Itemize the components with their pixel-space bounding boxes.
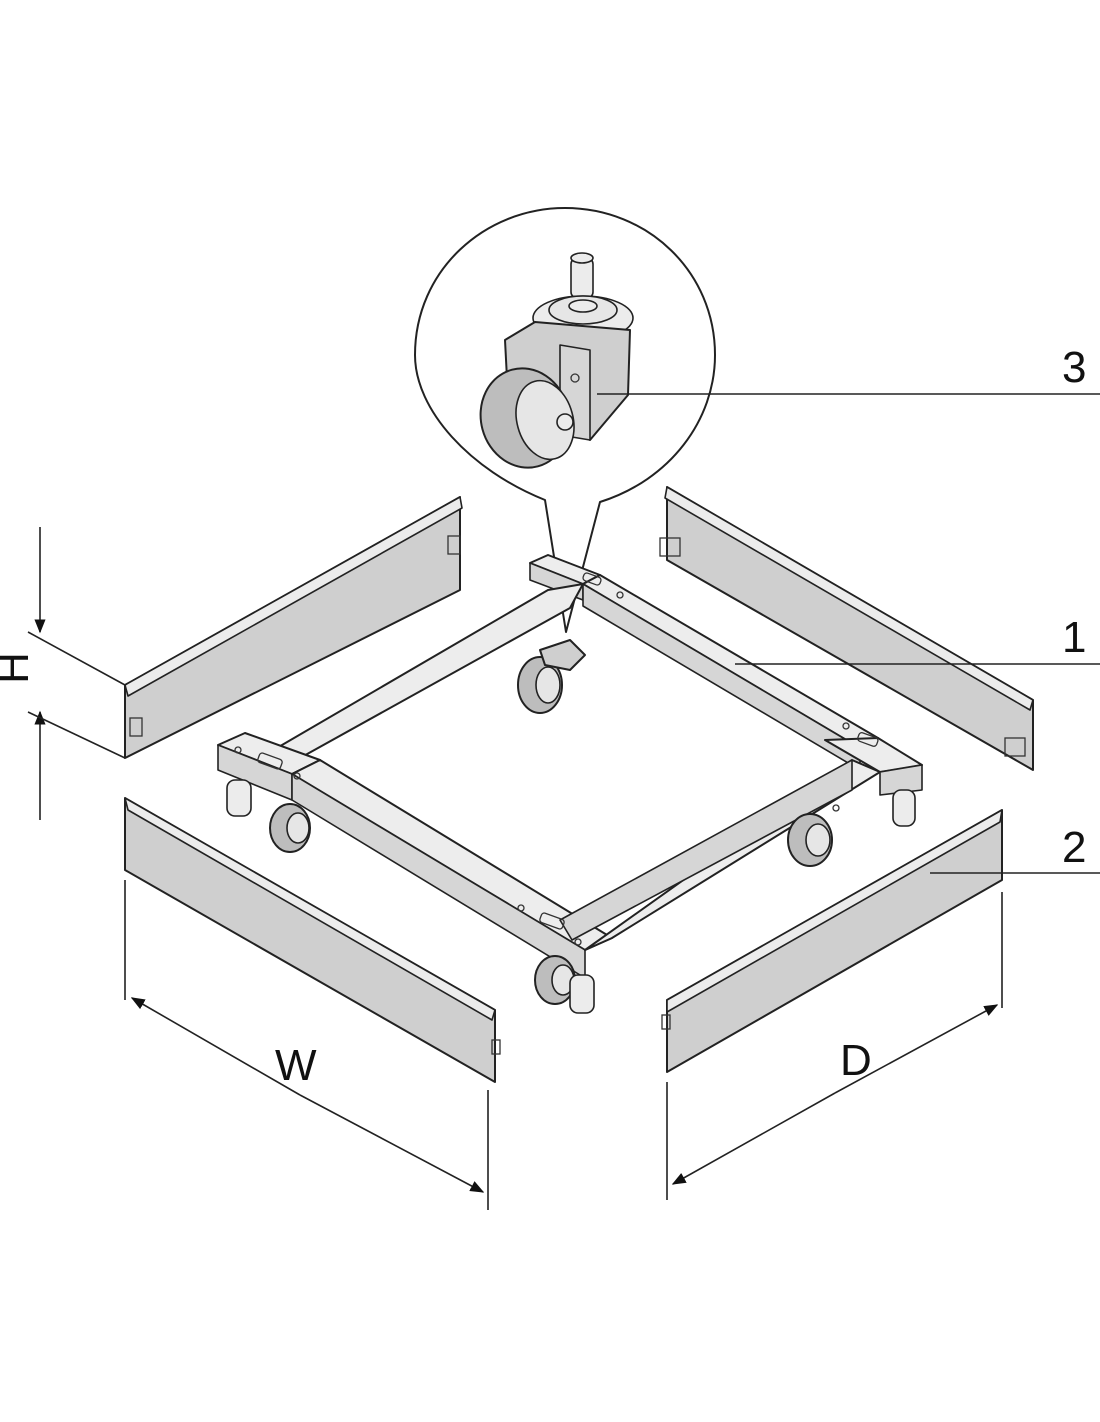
dimension-depth — [666, 892, 1003, 1200]
base-frame — [217, 554, 923, 979]
dimension-height — [27, 527, 126, 820]
part-number-3: 3 — [1062, 343, 1086, 392]
levelling-foot — [569, 974, 595, 1014]
callout-bubble — [414, 207, 716, 633]
dimension-label-height: H — [0, 652, 38, 684]
side-panels — [124, 486, 1034, 1083]
part-number-2: 2 — [1062, 823, 1086, 872]
dimension-label-depth: D — [840, 1036, 872, 1085]
frame-casters — [226, 639, 916, 1014]
caster-detail-callout — [414, 207, 716, 633]
part-number-1: 1 — [1062, 613, 1086, 662]
caster-wheel-icon — [479, 252, 634, 469]
levelling-foot — [226, 779, 252, 817]
dimension-width — [124, 880, 489, 1210]
dimension-label-width: W — [275, 1041, 317, 1090]
levelling-foot — [892, 789, 916, 827]
